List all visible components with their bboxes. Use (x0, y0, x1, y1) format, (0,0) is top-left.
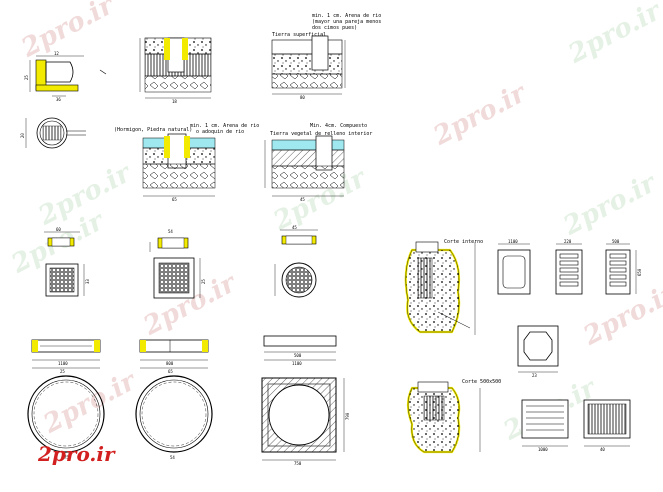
brand-logo: 2pro.ir (38, 442, 115, 466)
dimension-label: 45 (292, 225, 297, 230)
dimension-label: 1000 (538, 447, 548, 452)
dimension-label: 33 (85, 279, 90, 284)
dimension-label: 1100 (58, 361, 68, 366)
frame-elevation (263, 335, 337, 361)
dimension-label: 60 (56, 227, 61, 232)
dimension-label: 1100 (508, 239, 518, 244)
dimension-label: 790 (345, 412, 350, 420)
note-surface-top: Tierra superficial (272, 32, 327, 38)
round-grate-medium (274, 229, 318, 298)
ring-plan-1 (27, 375, 105, 453)
dimension-label: 750 (294, 461, 302, 466)
drain-section-d (264, 135, 345, 197)
manhole-cover-plan (497, 243, 531, 295)
dimension-label: 220 (564, 239, 572, 244)
dimension-label: 25 (60, 369, 65, 374)
square-grate-2 (149, 237, 201, 299)
bar-grate-b (605, 243, 637, 295)
section-a-title: Corte interno (444, 239, 484, 245)
note-sand-top: min. 1 cm. Arena de rio (312, 13, 382, 19)
dimension-label: 54 (170, 455, 175, 460)
dimension-label: 25 (24, 75, 29, 80)
bar-grate-a (555, 243, 583, 295)
ring-elevation-1 (31, 339, 101, 369)
dimension-label: 1100 (292, 361, 302, 366)
square-frame-round-cover (261, 377, 345, 461)
dimension-label: 20 (20, 133, 25, 138)
ring-elevation-2 (139, 339, 209, 369)
dimension-label: 40 (600, 447, 605, 452)
curb-profile-detail (29, 55, 107, 97)
dimension-label: 65 (172, 197, 177, 202)
dimension-label: 36 (56, 97, 61, 102)
dimension-label: 23 (532, 373, 537, 378)
dimension-label: 12 (54, 51, 59, 56)
dimension-label: 65 (168, 369, 173, 374)
dimension-label: 500 (612, 239, 620, 244)
dimension-label: 800 (166, 361, 174, 366)
section-b-title: Corte 500x500 (462, 379, 502, 385)
square-grate-1 (44, 231, 85, 297)
octagon-cover-plan (517, 325, 559, 373)
manhole-section-b (406, 381, 481, 454)
dimension-label: 18 (172, 99, 177, 104)
slot-grate-plan-b (583, 399, 631, 447)
drain-section-a (139, 37, 212, 99)
note-left-section: (Hormigon, Piedra natural) (114, 127, 193, 133)
dimension-label: 650 (637, 268, 642, 276)
dimension-label: 75 (64, 455, 69, 460)
note-sand-top-2: (mayor una pareja menos (312, 19, 382, 25)
drain-section-c (142, 133, 216, 197)
dimension-label: 54 (168, 229, 173, 234)
note-mid-right-1: Min. 4cm. Compuesto (310, 123, 368, 129)
dimension-label: 80 (300, 95, 305, 100)
dimension-label: 45 (300, 197, 305, 202)
round-grate-small (25, 117, 86, 149)
slot-grate-plan-a (521, 399, 569, 447)
note-mid-right-2: Tierra vegetal de relleno interior (270, 131, 373, 137)
note-sand-mid: min. 1 cm. Arena de rio (190, 123, 260, 129)
manhole-section-a (404, 241, 476, 335)
drain-section-b (271, 35, 346, 95)
note-sand-mid-2: o adoquin de rio (196, 129, 245, 135)
dimension-label: 500 (294, 353, 302, 358)
ring-plan-2 (135, 375, 213, 453)
dimension-label: 25 (201, 279, 206, 284)
note-sand-top-3: dos cimos pues) (312, 25, 358, 31)
